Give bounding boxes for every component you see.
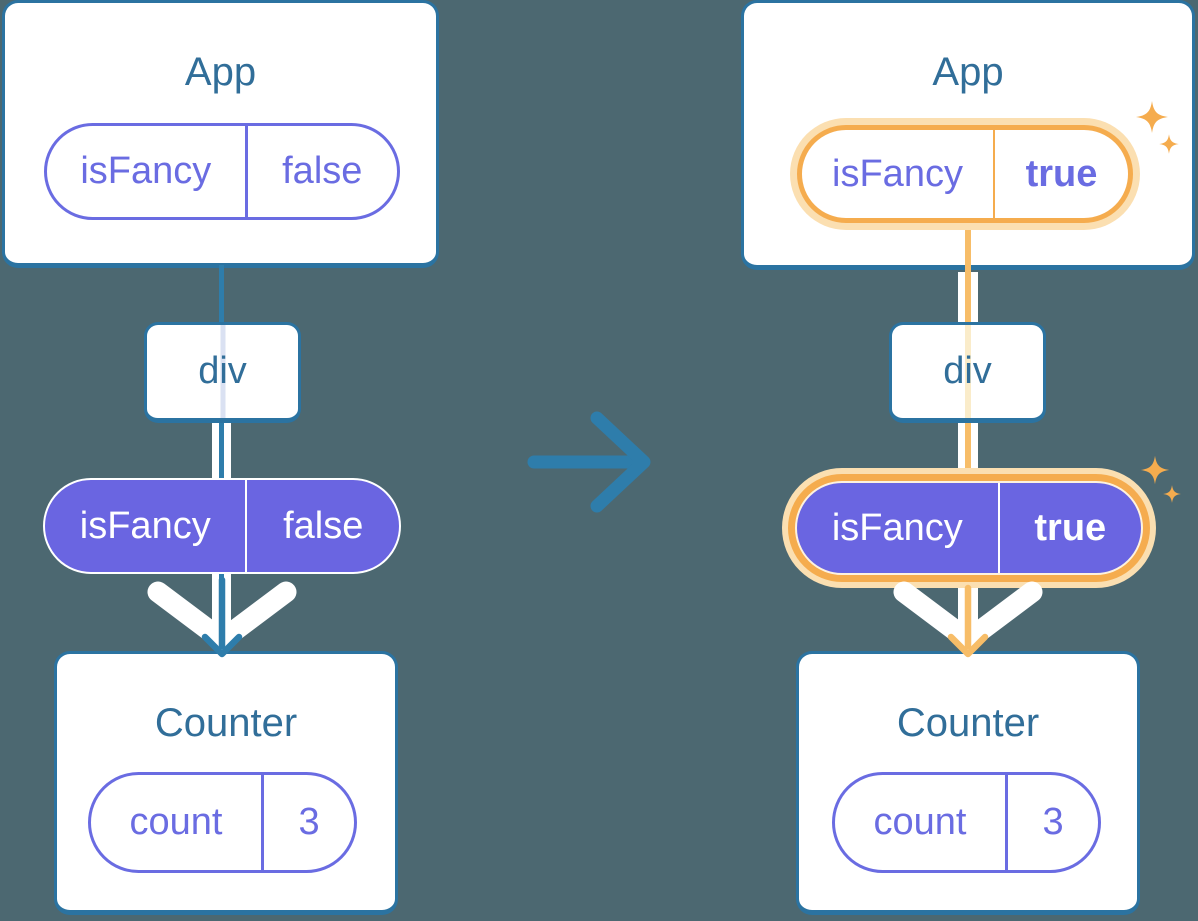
prop-value-cell: false (282, 150, 363, 192)
prop-value-cell: true (1025, 152, 1098, 195)
prop-value-cell: true (1034, 506, 1107, 549)
prop-pill-isfancy-highlighted: isFancy true (797, 125, 1133, 223)
counter-component-title: Counter (154, 701, 298, 745)
prop-name-cell: isFancy (45, 480, 248, 572)
prop-pill-isfancy: isFancy false (44, 123, 400, 220)
prop-name-cell: isFancy (797, 483, 1000, 573)
state-value-cell: 3 (298, 801, 320, 843)
passed-prop-pill-isfancy: isFancy false (43, 478, 401, 574)
state-value-cell: 3 (1042, 801, 1064, 843)
div-label: div (943, 350, 992, 392)
prop-flow-line-through-div (964, 325, 971, 418)
prop-name-cell: isFancy (47, 126, 248, 217)
sparkle-icon (1163, 485, 1181, 503)
prop-value-cell: false (283, 504, 364, 547)
counter-component-title: Counter (896, 701, 1040, 745)
state-pill-count: count 3 (88, 772, 357, 873)
arrow-down-icon (147, 576, 297, 658)
transition-arrow-icon (527, 411, 651, 513)
state-name-cell: count (835, 775, 1009, 870)
state-pill-count: count 3 (832, 772, 1101, 873)
sparkle-icon (1159, 134, 1179, 154)
prop-flow-line-app-to-div (219, 265, 224, 325)
sparkle-icon (1136, 101, 1168, 133)
prop-flow-line-div-to-pill (212, 422, 231, 482)
prop-flow-line-through-div (220, 325, 225, 418)
app-component-title: App (184, 50, 257, 94)
arrow-down-icon (893, 581, 1043, 658)
sparkle-icon (1140, 455, 1170, 485)
prop-flow-line-div-to-pill (958, 422, 978, 483)
prop-name-cell: isFancy (802, 130, 995, 218)
div-component-box: div (144, 322, 301, 423)
div-label: div (198, 350, 247, 392)
div-component-box: div (889, 322, 1046, 423)
prop-flow-line-app-to-div (958, 272, 978, 324)
state-name-cell: count (91, 775, 265, 870)
passed-prop-pill-isfancy-highlighted: isFancy true (795, 481, 1143, 575)
prop-flow-line-pill-to-card-edge (965, 229, 971, 272)
app-component-title: App (932, 50, 1004, 94)
